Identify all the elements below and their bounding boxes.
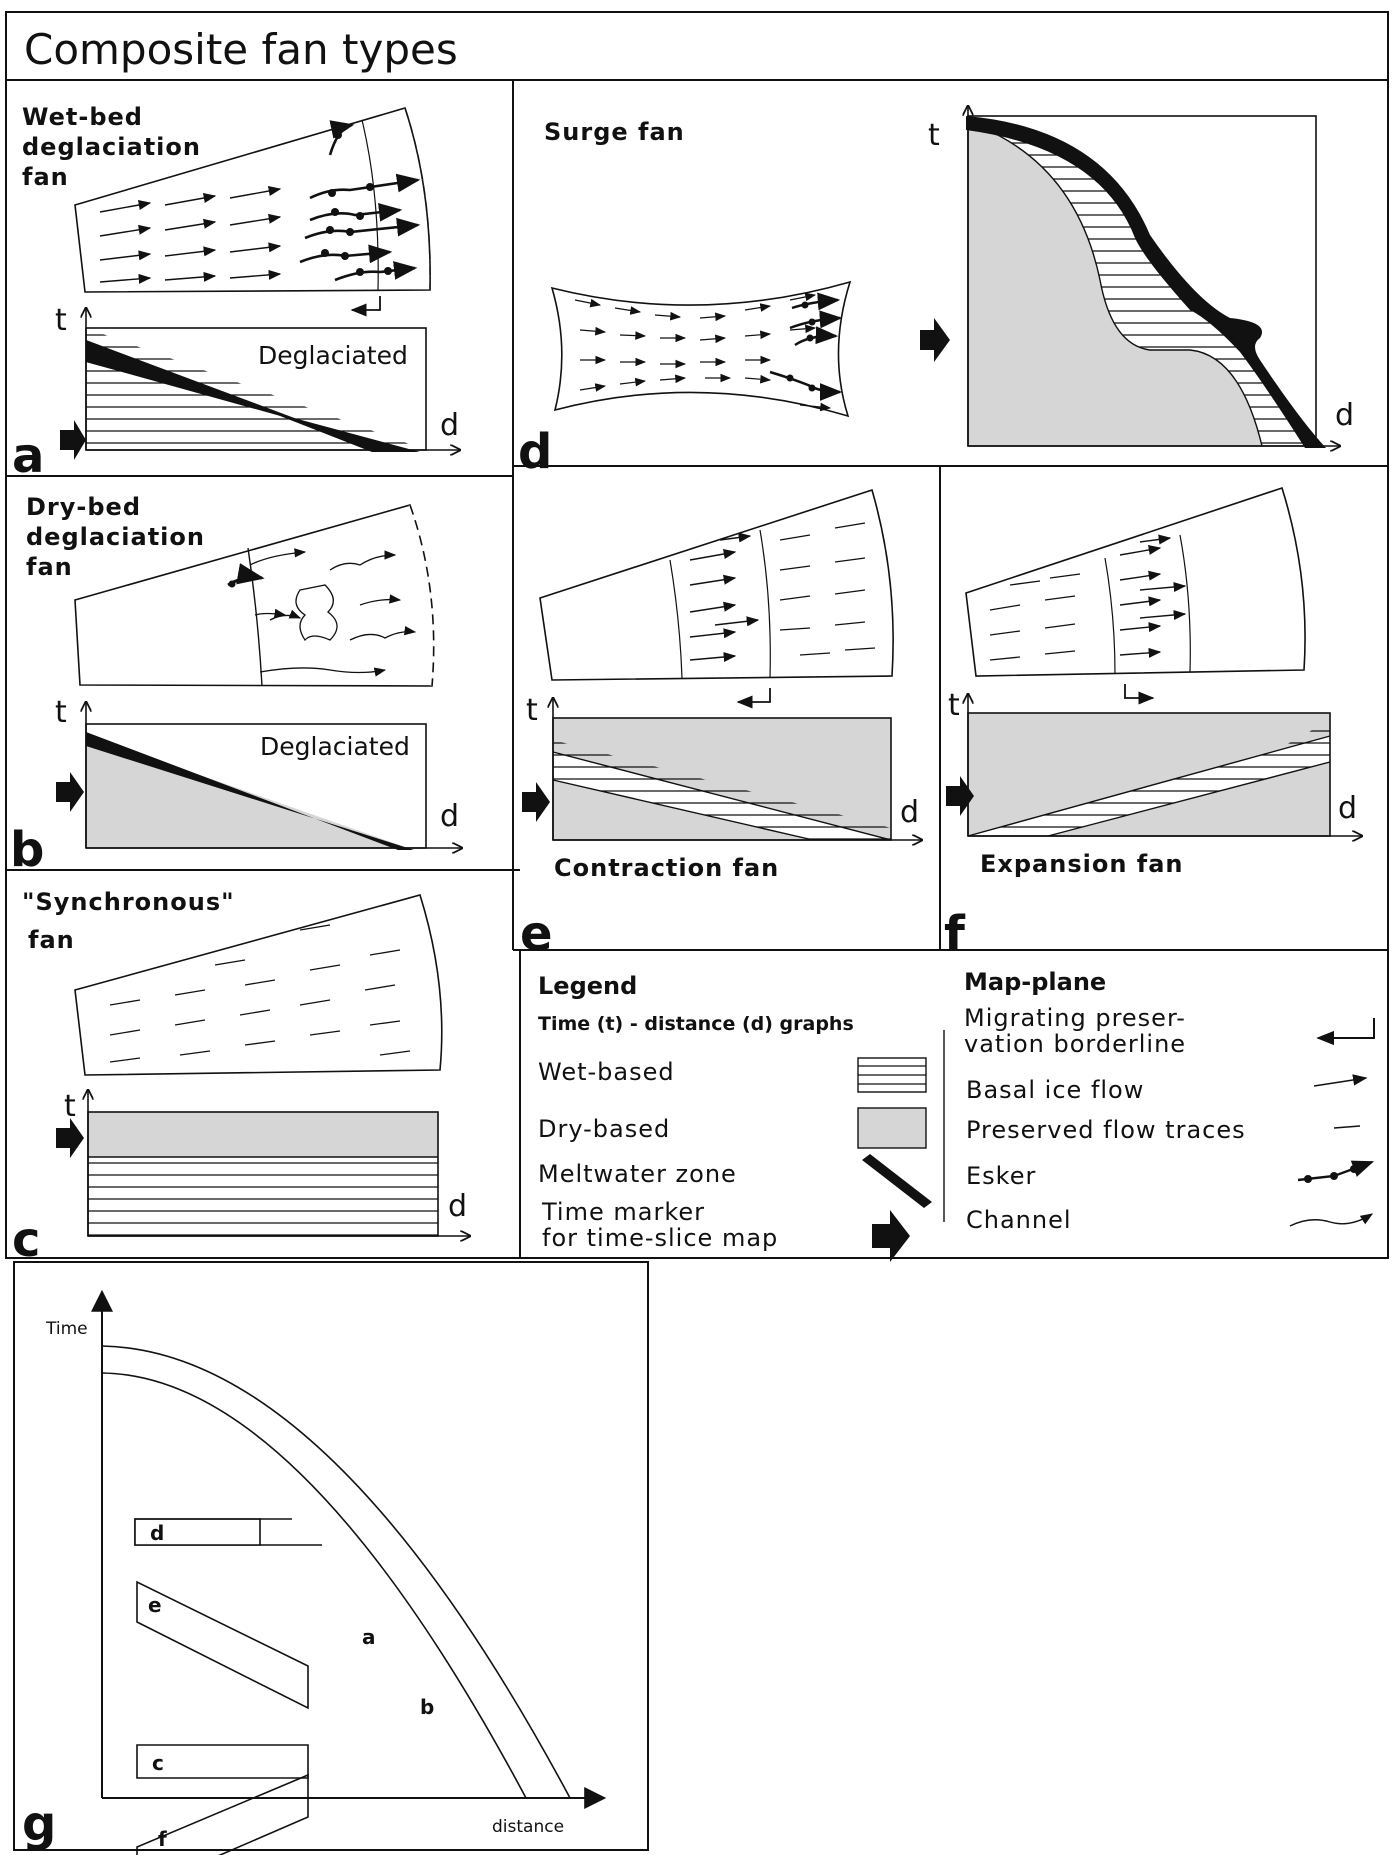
legend-dry-based: Dry-based <box>538 1115 670 1143</box>
time-marker-icon <box>60 420 86 460</box>
panel-c-graph: t d <box>56 1089 470 1236</box>
panel-e-map <box>539 488 894 709</box>
legend-preserved-flow-traces: Preserved flow traces <box>966 1116 1246 1144</box>
panel-f-letter: f <box>944 906 966 962</box>
time-marker-icon <box>872 1210 910 1262</box>
legend-map-plane-title: Map-plane <box>964 968 1106 996</box>
panel-a-d-axis: d <box>440 408 459 443</box>
box-f <box>136 1773 309 1855</box>
panel-e-name: Contraction fan <box>554 854 779 882</box>
panel-b-name-3: fan <box>26 553 73 581</box>
panel-g-y-axis: Time <box>45 1319 88 1339</box>
legend-wet-based: Wet-based <box>538 1058 675 1086</box>
legend-time-marker-1: Time marker <box>541 1198 705 1226</box>
panel-f-graph: t d <box>946 688 1362 836</box>
panel-e-graph: t d <box>522 693 922 840</box>
panel-d-graph: t d <box>928 106 1354 448</box>
box-e <box>136 1580 309 1710</box>
panel-c-map <box>74 894 443 1076</box>
panel-c-name-2: fan <box>28 926 75 954</box>
panel-d-map <box>550 280 852 418</box>
panel-g-label-b: b <box>420 1695 434 1719</box>
panel-d-name: Surge fan <box>544 118 685 146</box>
panel-b-graph: t d Deglaciated <box>55 695 462 850</box>
panel-a-name-3: fan <box>22 163 69 191</box>
basal-ice-flow-icon <box>1313 1074 1368 1087</box>
frames <box>5 11 1389 1851</box>
legend-meltwater-swatch <box>862 1154 932 1208</box>
panel-g-label-e: e <box>148 1593 162 1617</box>
legend-title: Legend <box>538 972 637 1000</box>
panel-a: Wet-bed deglaciation fan <box>12 103 460 484</box>
panel-b-d-axis: d <box>440 799 459 834</box>
legend-channel: Channel <box>966 1206 1072 1234</box>
panel-d-letter: d <box>518 424 552 480</box>
panel-g: Time distance d e c f a b g <box>22 1289 607 1855</box>
panel-f: t d Expansion fan f <box>944 486 1362 962</box>
channel-icon <box>1289 1213 1374 1227</box>
legend-migrating-2: vation borderline <box>964 1030 1186 1058</box>
panel-f-d-axis: d <box>1338 791 1357 826</box>
time-marker-icon <box>56 772 84 812</box>
panel-a-graph: t d Deglaciated <box>55 303 460 460</box>
panel-c: "Synchronous" fan t d c <box>12 888 470 1268</box>
panel-a-t-axis: t <box>55 303 67 338</box>
time-marker-icon <box>920 318 950 362</box>
panel-a-letter: a <box>12 428 44 484</box>
legend-migrating-1: Migrating preser- <box>964 1004 1186 1032</box>
time-marker-icon <box>56 1118 84 1158</box>
panel-e-d-axis: d <box>900 795 919 830</box>
panel-a-name-2: deglaciation <box>22 133 201 161</box>
time-marker-icon <box>946 776 974 816</box>
figure-title: Composite fan types <box>24 25 458 74</box>
legend-dry-swatch <box>857 1107 927 1149</box>
legend-basal-ice-flow: Basal ice flow <box>966 1076 1144 1104</box>
panel-b-name-2: deglaciation <box>26 523 205 551</box>
panel-b-map <box>74 504 435 687</box>
legend-wet-swatch <box>857 1057 927 1093</box>
panel-f-map <box>965 486 1306 705</box>
preserved-flow-trace-icon <box>1333 1125 1361 1129</box>
panel-c-name-1: "Synchronous" <box>22 888 235 916</box>
panel-c-t-axis: t <box>64 1089 76 1124</box>
legend: Legend Time (t) - distance (d) graphs We… <box>538 968 1375 1262</box>
legend-time-marker-2: for time-slice map <box>542 1224 778 1252</box>
panel-e-letter: e <box>520 906 553 962</box>
panel-d-d-axis: d <box>1335 398 1354 433</box>
time-marker-icon <box>522 782 550 822</box>
panel-g-label-f: f <box>158 1827 167 1851</box>
panel-g-label-c: c <box>152 1751 164 1775</box>
panel-b-t-axis: t <box>55 695 67 730</box>
panel-b: Dry-bed deglaciation fan <box>10 493 462 878</box>
panel-e: t d Contraction fan e <box>520 488 922 962</box>
legend-meltwater-zone: Meltwater zone <box>538 1160 737 1188</box>
panel-a-map <box>74 107 431 317</box>
legend-subtitle: Time (t) - distance (d) graphs <box>538 1013 854 1035</box>
curve-b <box>101 1372 527 1799</box>
panel-b-letter: b <box>10 822 44 878</box>
panel-d-t-axis: t <box>928 118 940 153</box>
panel-a-deglaciated: Deglaciated <box>258 341 408 370</box>
panel-b-name-1: Dry-bed <box>26 493 141 521</box>
panel-g-x-axis: distance <box>492 1817 564 1837</box>
legend-esker: Esker <box>966 1162 1036 1190</box>
curve-a <box>101 1345 571 1799</box>
panel-a-name-1: Wet-bed <box>22 103 143 131</box>
panel-c-letter: c <box>12 1212 40 1268</box>
panel-f-t-axis: t <box>948 688 960 723</box>
migrating-borderline-icon <box>1316 1018 1375 1046</box>
panel-e-t-axis: t <box>526 693 538 728</box>
panel-g-letter: g <box>22 1796 56 1852</box>
panel-f-name: Expansion fan <box>980 850 1184 878</box>
panel-g-label-a: a <box>362 1625 376 1649</box>
panel-d: Surge fan <box>518 106 1354 480</box>
panel-c-d-axis: d <box>448 1189 467 1224</box>
panel-g-label-d: d <box>150 1521 164 1545</box>
panel-b-deglaciated: Deglaciated <box>260 732 410 761</box>
